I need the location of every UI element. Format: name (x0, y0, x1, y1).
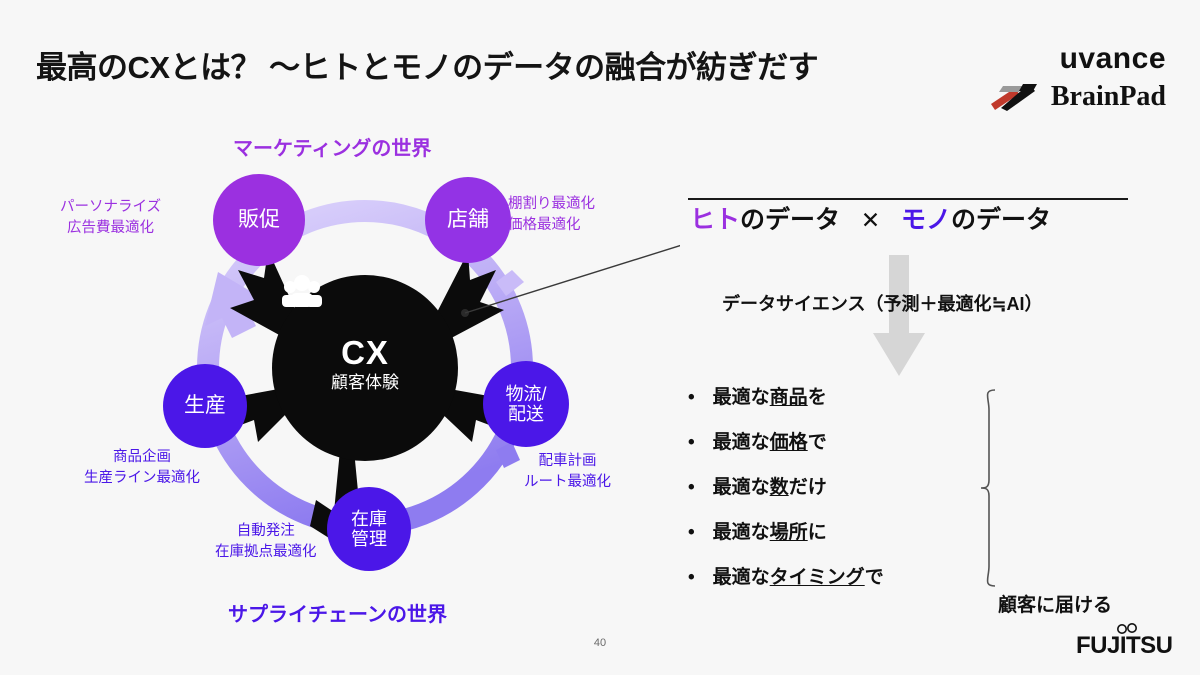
page-number: 40 (593, 637, 607, 649)
page-title: 最高のCXとは？ ～ヒトとモノのデータの融合が紡ぎだす (36, 50, 819, 85)
node-seisan[interactable]: 生産 (163, 364, 247, 448)
center-cx-node: CX 顧客体験 (272, 275, 458, 461)
node-butsuryu-label: 物流/ 配送 (505, 383, 547, 424)
fujitsu-logo: FUJITSU (1076, 623, 1173, 659)
brainpad-logo: BrainPad (989, 82, 1166, 112)
node-tenpo[interactable]: 店舗 (425, 177, 511, 263)
brainpad-logo-text: BrainPad (1050, 81, 1166, 112)
diagram-heading-supplychain: サプライチェーンの世界 (228, 604, 447, 626)
list-item: • 最適なタイミングで (688, 562, 988, 607)
node-hansoku-label: 販促 (238, 208, 280, 232)
node-hansoku[interactable]: 販促 (213, 174, 305, 266)
center-cx-subtitle: 顧客体験 (331, 373, 399, 392)
headline-times: ✕ (860, 207, 881, 233)
list-item: • 最適な商品を (688, 382, 988, 427)
node-tenpo-label: 店舗 (447, 208, 489, 232)
bullet-marker: • (688, 522, 695, 543)
list-item: • 最適な数だけ (688, 472, 988, 517)
optimization-bullet-list: • 最適な商品を • 最適な価格で • 最適な数だけ • 最適な場所に • 最適… (688, 382, 988, 607)
bullet-text: 最適な数だけ (712, 477, 827, 498)
bullet-marker: • (688, 477, 695, 498)
bullet-text: 最適な商品を (712, 387, 827, 408)
uvance-logo: uvance (1059, 42, 1166, 75)
note-personalize: パーソナライズ 広告費最適化 (60, 199, 162, 237)
curly-bracket-icon (977, 388, 1003, 593)
headline-hito-mono: ヒトのデータ ✕ モノのデータ (690, 200, 1051, 236)
diagram-heading-marketing: マーケティングの世界 (233, 138, 432, 160)
svg-text:FUJITSU: FUJITSU (1076, 632, 1172, 657)
data-science-label: データサイエンス（予測＋最適化≒AI） (722, 294, 1043, 314)
note-shelf: 棚割り最適化 価格最適化 (508, 196, 595, 234)
bullet-text: 最適な価格で (712, 432, 827, 453)
fujitsu-logo-mark: FUJITSU (1076, 623, 1173, 659)
cx-cycle-diagram: マーケティングの世界 サプライチェーンの世界 CX 顧客体験 販促 店舗 (0, 120, 680, 640)
bullet-text: 最適な場所に (712, 522, 827, 543)
node-seisan-label: 生産 (184, 394, 226, 418)
node-butsuryu[interactable]: 物流/ 配送 (483, 361, 569, 447)
deliver-label: 顧客に届ける (998, 595, 1113, 616)
brainpad-arrow-icon (989, 82, 1045, 112)
center-cx-title: CX (341, 334, 389, 371)
list-item: • 最適な場所に (688, 517, 988, 562)
bullet-text: 最適なタイミングで (712, 567, 884, 588)
headline-hito: ヒト (690, 206, 741, 234)
bullet-marker: • (688, 432, 695, 453)
note-dispatch: 配車計画 ルート最適化 (524, 453, 611, 491)
node-zaiko[interactable]: 在庫 管理 (327, 487, 411, 571)
headline-mono-suffix: のデータ (951, 206, 1052, 234)
down-arrow-icon (872, 255, 926, 382)
node-zaiko-label: 在庫 管理 (351, 508, 387, 549)
bullet-marker: • (688, 567, 695, 588)
headline-mono: モノ (901, 206, 952, 234)
headline-underline (688, 198, 1128, 200)
bullet-marker: • (688, 387, 695, 408)
note-product-plan: 商品企画 生産ライン最適化 (84, 449, 200, 487)
list-item: • 最適な価格で (688, 427, 988, 472)
note-auto-order: 自動発注 在庫拠点最適化 (215, 523, 317, 561)
right-panel: ヒトのデータ ✕ モノのデータ データサイエンス（予測＋最適化≒AI） • 最適… (680, 120, 1200, 650)
headline-hito-suffix: のデータ (740, 206, 841, 234)
